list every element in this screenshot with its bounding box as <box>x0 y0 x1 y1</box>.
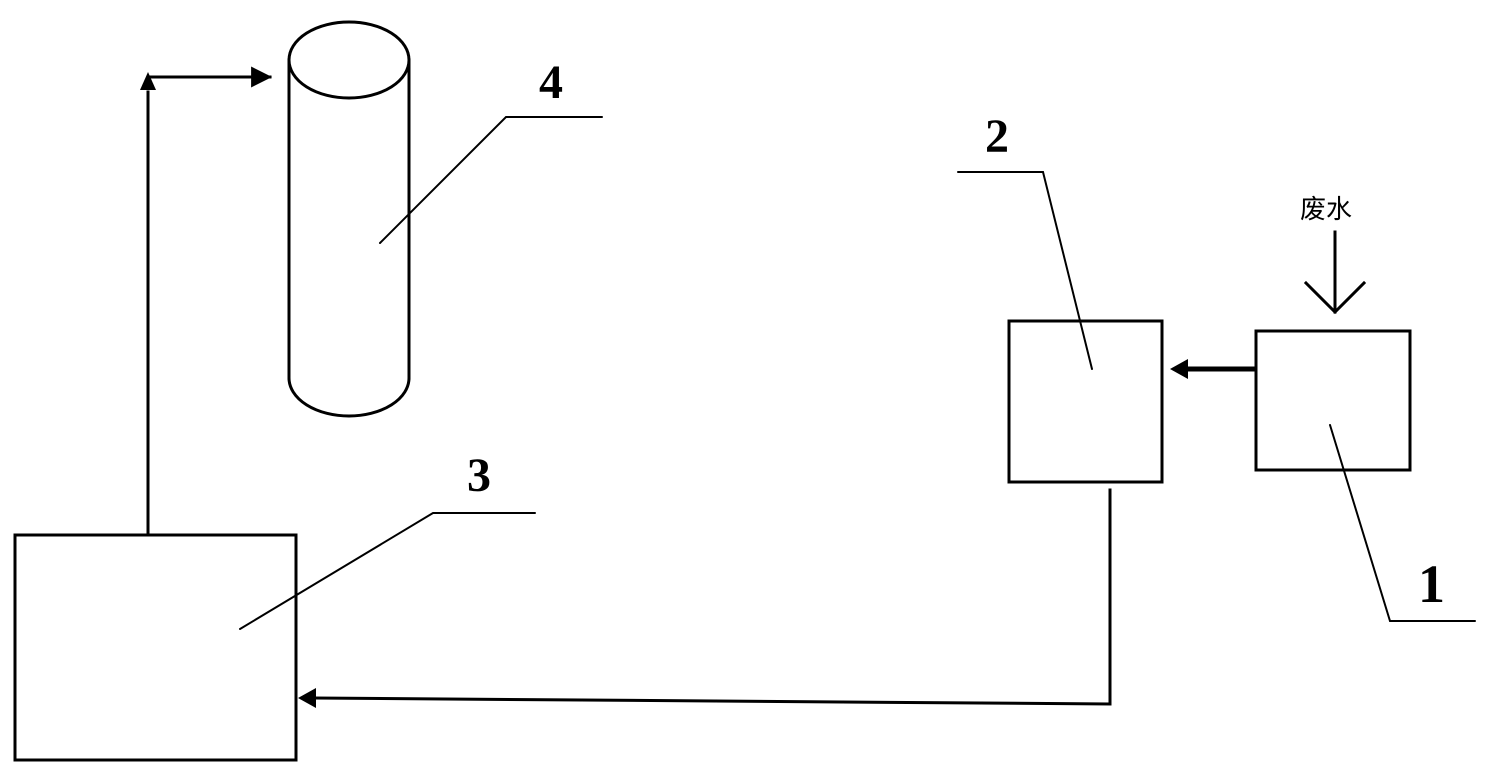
leader-line-3 <box>239 512 536 630</box>
arrowhead-down-icon <box>1303 280 1367 315</box>
leader-line-2 <box>957 171 1093 370</box>
callout-4: 4 <box>539 56 563 109</box>
unit-1-box <box>1254 329 1412 472</box>
arrowhead-up-icon <box>140 72 156 90</box>
arrowhead-left-icon <box>298 688 316 708</box>
arrowhead-left-icon <box>1170 359 1188 379</box>
flow-line-3-to-4-top <box>146 66 273 88</box>
callout-3: 3 <box>467 449 491 502</box>
unit-2-box <box>1007 319 1164 484</box>
unit-3-box <box>13 533 298 762</box>
leader-line-1 <box>1329 424 1476 622</box>
inlet-label: 废水 <box>1300 195 1352 225</box>
callout-1: 1 <box>1418 554 1445 614</box>
flow-line-2-to-3 <box>313 488 1112 706</box>
leader-line-4 <box>379 116 603 244</box>
callout-2: 2 <box>985 110 1009 163</box>
unit-4-cylinder <box>287 20 411 418</box>
